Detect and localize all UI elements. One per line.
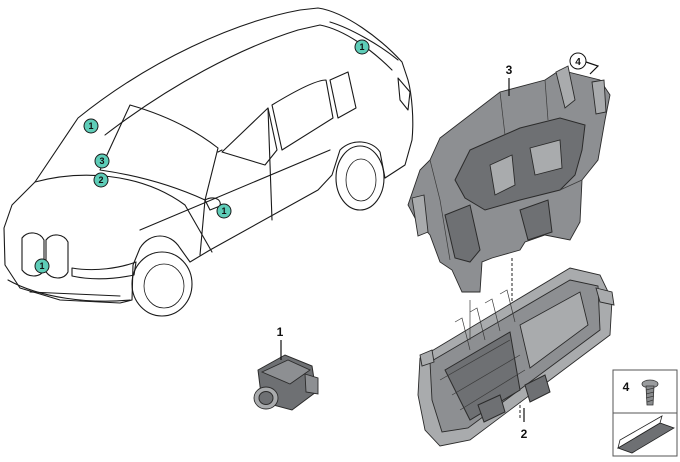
legend-part-number: 4 (623, 380, 630, 394)
car-callout-door: 1 (216, 203, 232, 219)
callout-marker (83, 118, 99, 134)
legend-box: 4 (612, 369, 678, 457)
callout-marker (34, 258, 50, 274)
callout-marker (94, 153, 110, 169)
screw-icon (641, 379, 659, 406)
car-callout-windshield-top: 1 (83, 118, 99, 134)
bracket-part (407, 65, 611, 293)
part-number-screw: 4 (575, 57, 581, 68)
leader-line (585, 61, 600, 75)
part-number-sensor: 1 (277, 325, 284, 339)
callout-number: 3 (99, 156, 104, 166)
callout-marker (216, 203, 232, 219)
callout-number: 1 (39, 261, 44, 271)
sensor-part (253, 354, 319, 411)
part-number-control-unit: 2 (521, 427, 528, 441)
callout-number: 1 (88, 121, 93, 131)
callout-marker (354, 39, 370, 55)
label-sensor: 1 (277, 325, 284, 360)
vehicle-outline (3, 7, 414, 317)
callout-number: 1 (359, 42, 364, 52)
car-callout-grille: 1 (34, 258, 50, 274)
car-callout-windshield-low: 2 (93, 172, 109, 188)
callout-marker (93, 172, 109, 188)
callout-number: 1 (221, 206, 226, 216)
label-bracket: 3 (506, 63, 513, 96)
callout-number: 2 (98, 175, 103, 185)
car-callout-rear: 1 (354, 39, 370, 55)
part-number-bracket: 3 (506, 63, 513, 77)
callout-ring (569, 52, 587, 70)
label-control-unit: 2 (521, 408, 528, 441)
shim-icon (617, 415, 675, 454)
car-callout-windshield-mid: 3 (94, 153, 110, 169)
label-screw-circled: 4 (569, 52, 600, 75)
control-unit-part (417, 267, 615, 447)
